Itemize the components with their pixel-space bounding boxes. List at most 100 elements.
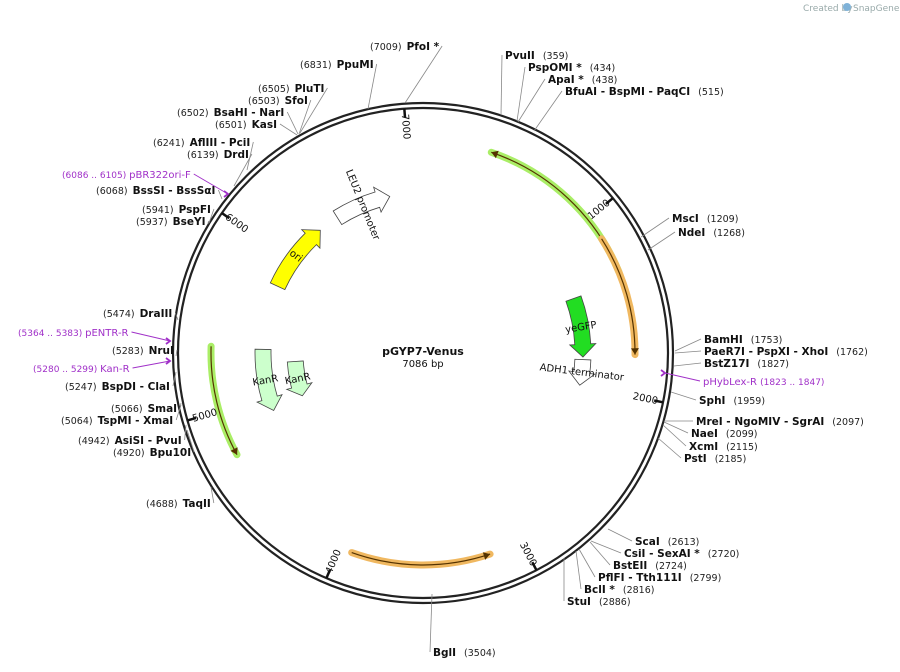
snapgene-logo-icon xyxy=(843,3,851,11)
feature-arrow xyxy=(332,186,391,226)
restriction-site[interactable]: (4688)TaqII xyxy=(146,486,215,510)
restriction-site[interactable]: MscI(1209) xyxy=(640,213,739,238)
primer-arrow-icon xyxy=(660,369,667,377)
site-name: BsaHI - NarI xyxy=(214,107,285,119)
restriction-site[interactable]: (5247)BspDI - ClaI xyxy=(65,371,177,393)
site-position: (4920) xyxy=(113,448,145,459)
site-position: (2099) xyxy=(726,429,758,440)
restriction-site[interactable]: (6068) BssSI - BssSαI xyxy=(96,185,223,200)
tick-mark xyxy=(325,569,332,579)
primer-leader-line xyxy=(131,331,171,342)
restriction-site[interactable]: CsiI - SexAI *(2720) xyxy=(590,540,739,560)
restriction-site[interactable]: (5474)DraIII xyxy=(103,308,179,321)
site-name: AflIII - PciI xyxy=(190,137,251,149)
restriction-site[interactable]: (5941)PspFI xyxy=(142,204,215,224)
site-name: NaeI xyxy=(691,428,718,440)
restriction-site[interactable]: (5066)SmaI xyxy=(111,402,182,415)
restriction-site[interactable]: StuI(2886) xyxy=(563,558,631,608)
site-position: (2816) xyxy=(623,585,655,596)
site-name: BssSI - BssSαI xyxy=(133,185,216,197)
restriction-site[interactable]: NdeI(1268) xyxy=(647,227,745,251)
restriction-site[interactable]: (5937)BseYI xyxy=(136,216,209,228)
restriction-site[interactable]: BstZ17I (1827) xyxy=(673,358,789,370)
restriction-site[interactable]: PspOMI *(434) xyxy=(516,62,615,122)
primer-binding[interactable]: (6086 .. 6105) pBR322ori-F xyxy=(62,170,230,198)
site-position: (5247) xyxy=(65,382,97,393)
site-name: PflFI - Tth111I xyxy=(598,572,682,584)
site-leader-line xyxy=(172,371,177,387)
restriction-site[interactable]: (4920)Bpu10I xyxy=(113,429,195,459)
site-name: PfoI * xyxy=(407,41,440,53)
feature-arrow xyxy=(568,358,596,386)
tick-mark xyxy=(187,416,197,422)
site-name: BstEII xyxy=(613,560,647,572)
restriction-site[interactable]: BfuAI - BspMI - PaqCI(515) xyxy=(533,86,724,132)
site-leader-line xyxy=(516,66,526,122)
restriction-site[interactable]: (6831)PpuMI xyxy=(300,59,378,110)
site-leader-line xyxy=(674,350,702,354)
credit-brand: SnapGene xyxy=(853,4,900,14)
restriction-site[interactable]: (5283)NruI xyxy=(112,345,178,357)
restriction-site[interactable]: (4942)AsiSI - PvuI xyxy=(78,424,187,447)
restriction-site[interactable]: (6505)PluTI xyxy=(258,83,328,134)
site-position: (5941) xyxy=(142,205,174,216)
site-leader-line xyxy=(589,541,611,566)
site-position: (6068) xyxy=(96,186,128,197)
tick-mark xyxy=(221,212,230,220)
restriction-site[interactable]: (5064)TspMI - XmaI xyxy=(61,404,182,427)
restriction-site[interactable]: PstI(2185) xyxy=(657,437,746,465)
site-name: BstZ17I xyxy=(704,358,749,370)
primer-range: (6086 .. 6105) xyxy=(62,171,129,181)
primer-name: pHybLex-R xyxy=(703,377,760,388)
restriction-site[interactable]: SphI(1959) xyxy=(670,391,765,407)
site-position: (2724) xyxy=(655,561,687,572)
restriction-site[interactable]: (6139)DrdI xyxy=(187,149,253,187)
restriction-site[interactable]: (7009)PfoI * xyxy=(370,41,443,104)
restriction-site[interactable]: BclI * (2816) xyxy=(575,550,655,596)
restriction-site[interactable]: PaeR7I - PspXI - XhoI(1762) xyxy=(674,346,868,358)
restriction-site[interactable]: BamHI(1753) xyxy=(674,334,782,352)
restriction-site[interactable]: (6503)SfoI xyxy=(248,95,312,135)
site-name: SmaI xyxy=(148,403,178,415)
restriction-site[interactable]: (6502) BsaHI - NarI xyxy=(177,107,299,135)
site-leader-line xyxy=(647,231,676,251)
restriction-site[interactable]: PvuII(359) xyxy=(500,50,568,116)
tick-mark xyxy=(653,399,664,404)
restriction-site[interactable]: BglI(3504) xyxy=(429,593,496,659)
primer-label: (6086 .. 6105) pBR322ori-F xyxy=(62,170,191,181)
site-leader-line xyxy=(218,189,223,200)
tick-label: 2000 xyxy=(632,391,659,407)
tick-label: 4000 xyxy=(324,548,344,576)
primer-binding[interactable]: (5280 .. 5299) Kan-R xyxy=(33,357,172,375)
site-leader-line xyxy=(298,99,312,135)
site-name: PvuII xyxy=(505,50,535,62)
site-name: ScaI xyxy=(635,536,660,548)
credit-prefix: Created by xyxy=(803,4,853,14)
site-leader-line xyxy=(590,540,622,554)
primer-binding[interactable]: pHybLex-R (1823 .. 1847) xyxy=(660,369,824,388)
restriction-site[interactable]: (6241)AflIII - PciI xyxy=(153,137,254,171)
orf-layer xyxy=(207,148,639,569)
site-name: PstI xyxy=(684,453,707,465)
primer-binding[interactable]: (5364 .. 5383) pENTR-R xyxy=(18,328,172,345)
orf-band xyxy=(598,235,639,359)
restriction-site[interactable]: (6501)KasI xyxy=(215,119,298,136)
site-position: (6505) xyxy=(258,84,290,95)
feature-label: yeGFP xyxy=(565,320,598,336)
tick-mark xyxy=(605,197,614,205)
restriction-site[interactable]: MreI - NgoMIV - SgrAI(2097) xyxy=(664,416,864,428)
primer-arrow-icon xyxy=(165,357,172,365)
restriction-site[interactable]: BstEII (2724) xyxy=(589,541,687,572)
restriction-site[interactable]: NaeI (2099) xyxy=(663,421,758,440)
site-position: (1209) xyxy=(707,214,739,225)
restriction-site[interactable]: ApaI *(438) xyxy=(517,74,617,123)
site-leader-line xyxy=(663,421,689,434)
site-leader-line xyxy=(533,90,563,132)
restriction-site[interactable]: XcmI(2115) xyxy=(662,424,758,453)
site-position: (6502) xyxy=(177,108,209,119)
restriction-site[interactable]: ScaI(2613) xyxy=(607,528,699,548)
restriction-site[interactable]: PflFI - Tth111I(2799) xyxy=(578,548,721,584)
site-name: BclI * xyxy=(584,584,615,596)
site-leader-line xyxy=(184,424,187,441)
site-position: (1827) xyxy=(757,359,789,370)
